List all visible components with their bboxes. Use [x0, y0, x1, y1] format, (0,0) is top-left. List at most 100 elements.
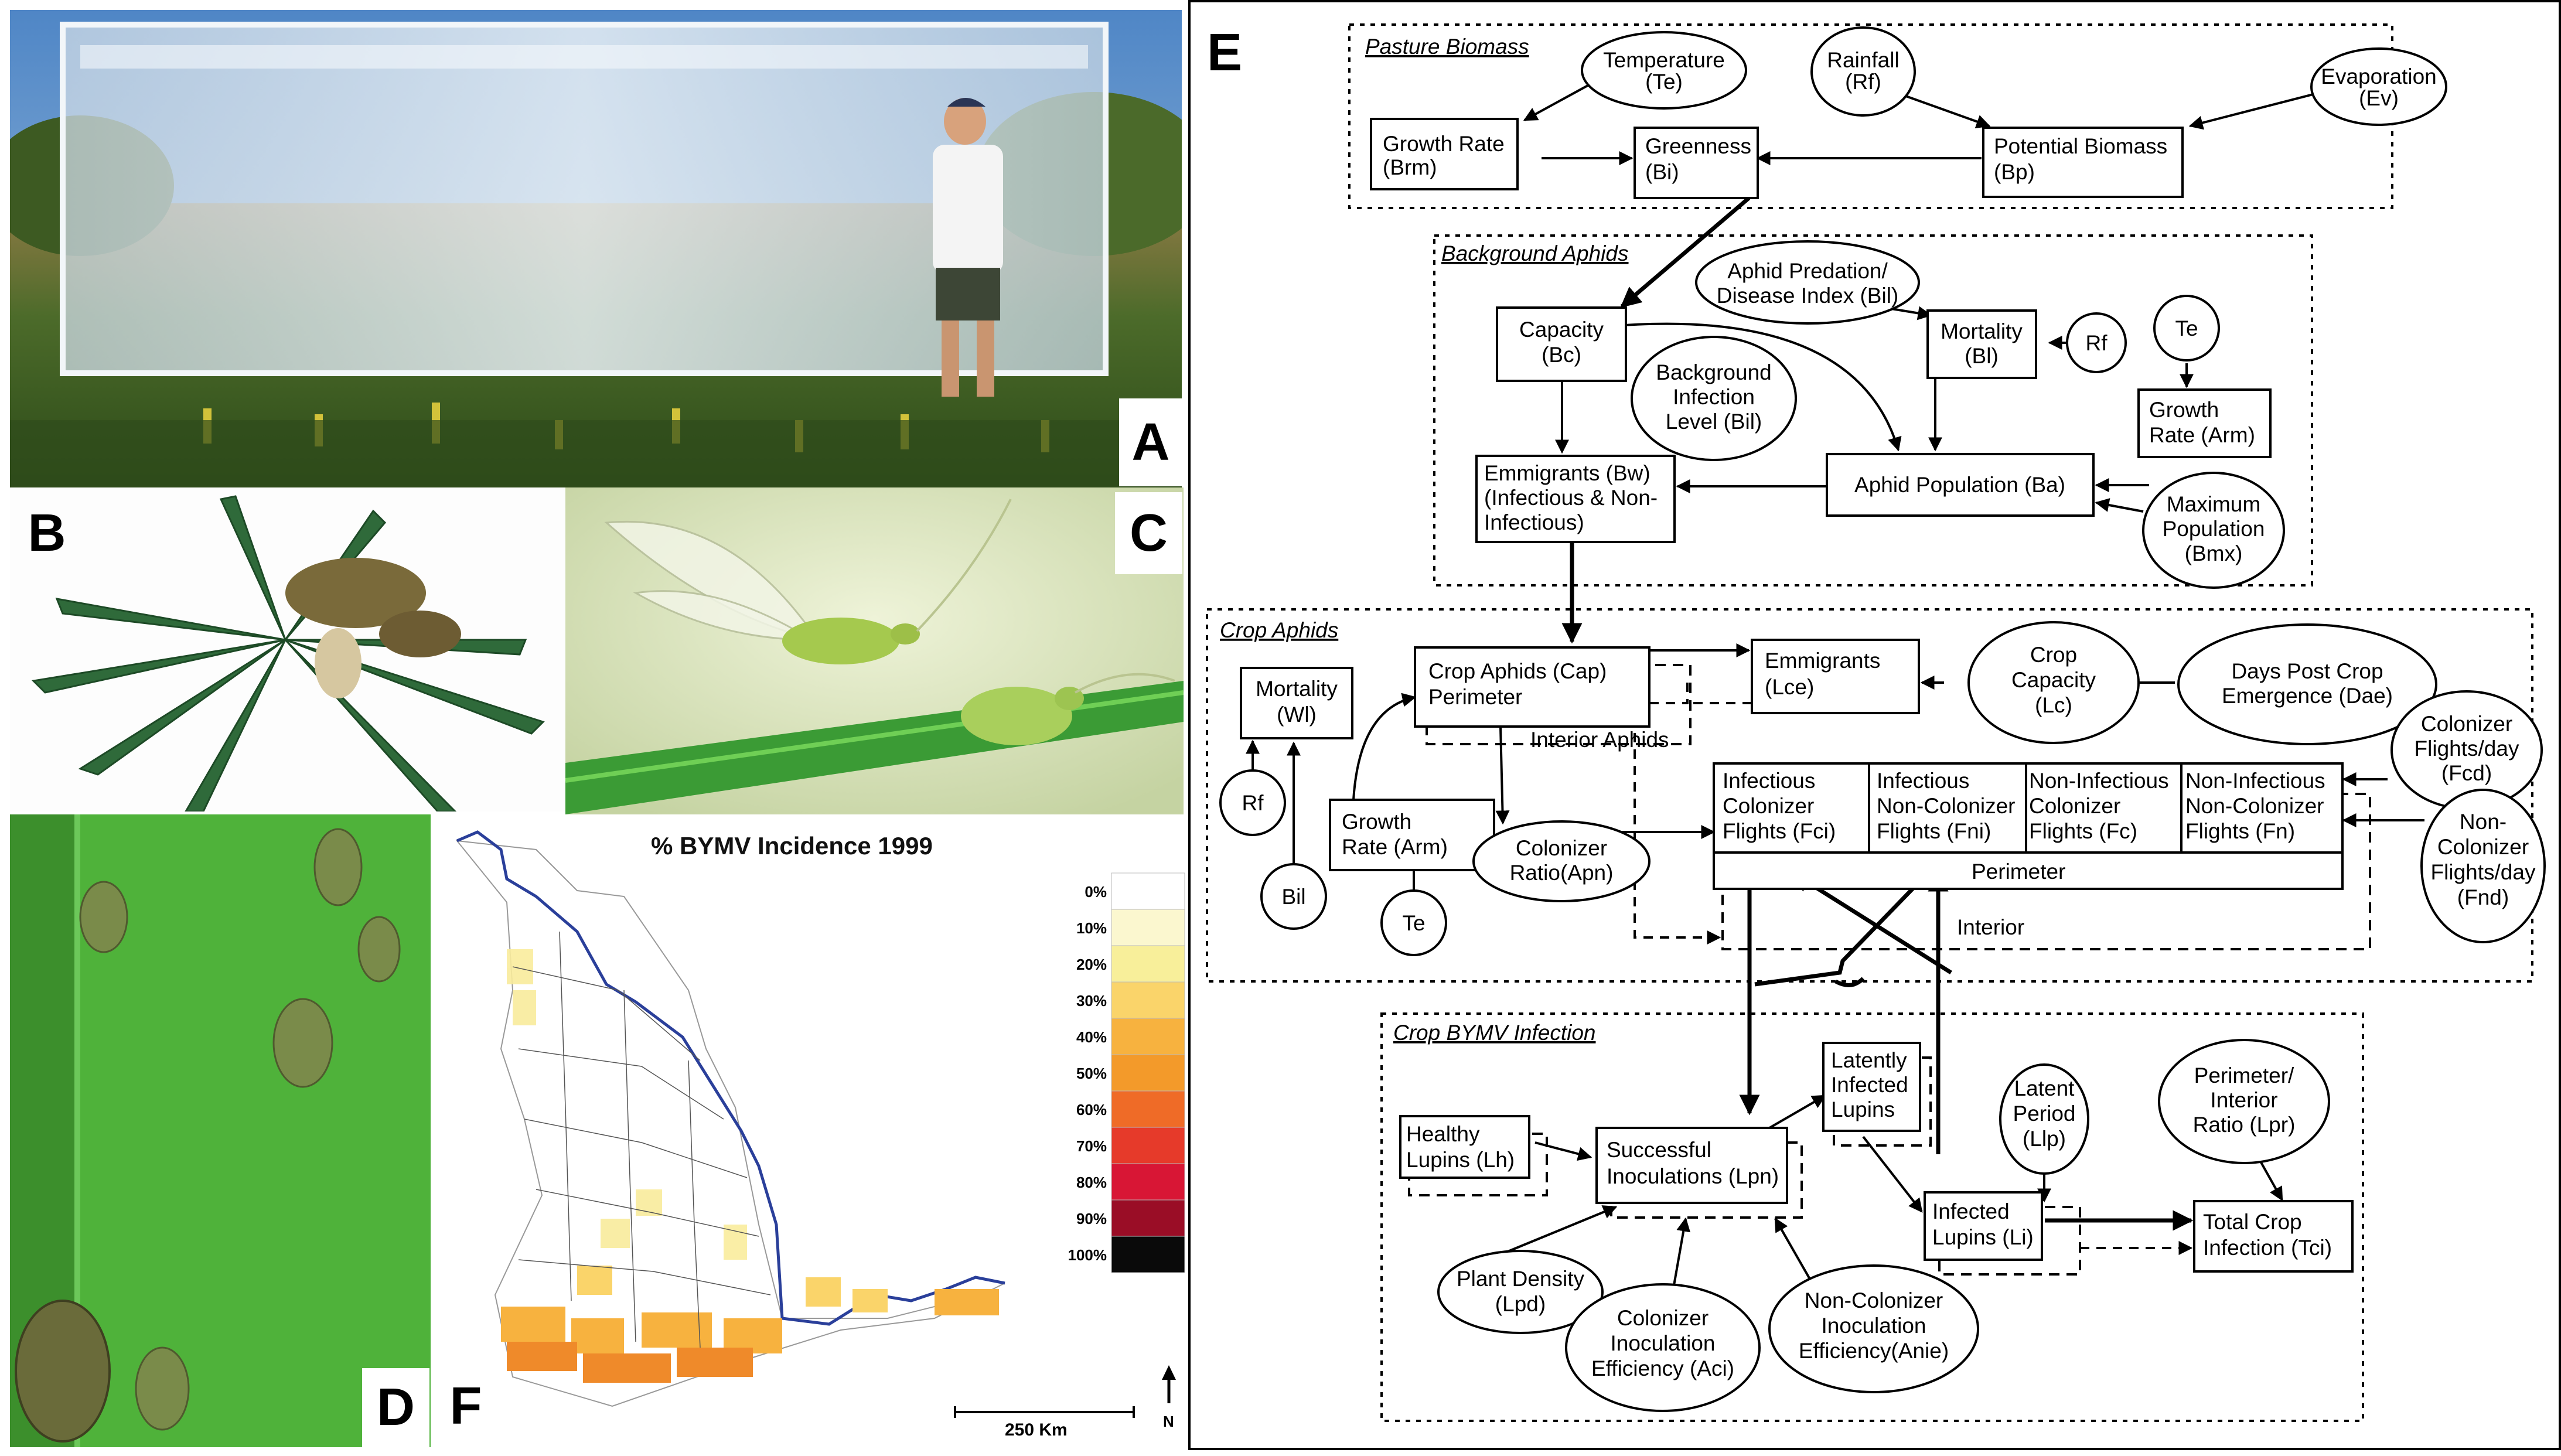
- svg-text:Population: Population: [2163, 517, 2265, 541]
- svg-text:Emergence (Dae): Emergence (Dae): [2222, 684, 2393, 708]
- panel-d-label: D: [362, 1368, 429, 1447]
- svg-text:Emmigrants: Emmigrants: [1765, 649, 1880, 673]
- panel-a-label: A: [1119, 398, 1182, 486]
- node-crop-aphids-cap: Crop Aphids (Cap) Perimeter: [1414, 646, 1692, 745]
- svg-text:Rf: Rf: [1242, 791, 1264, 815]
- svg-text:Growth Rate: Growth Rate: [1383, 132, 1505, 156]
- legend-label: 30%: [1076, 992, 1107, 1010]
- legend-swatch: [1111, 1054, 1185, 1092]
- svg-text:Non-: Non-: [2460, 810, 2507, 834]
- winged-aphid-photo: [565, 487, 1184, 814]
- svg-text:Perimeter: Perimeter: [1972, 860, 2065, 884]
- svg-text:Crop Aphids (Cap): Crop Aphids (Cap): [1428, 659, 1607, 683]
- node-flights-fci: Infectious Colonizer Flights (Fci): [1713, 762, 1870, 854]
- legend-label: 20%: [1076, 956, 1107, 973]
- node-te-crop: Te: [1380, 889, 1447, 956]
- legend-label: 90%: [1076, 1210, 1107, 1227]
- svg-text:Te: Te: [2175, 316, 2198, 340]
- node-colonizer-inoculation: Colonizer Inoculation Efficiency (Aci): [1565, 1283, 1761, 1412]
- node-capacity: Capacity (Bc): [1496, 306, 1627, 382]
- svg-text:Ratio(Apn): Ratio(Apn): [1510, 861, 1614, 885]
- bymv-incidence-map: % BYMV Incidence 1999 0%10%20%30%40%50%6…: [455, 830, 1185, 1440]
- svg-text:Background: Background: [1656, 360, 1771, 384]
- node-days-post-crop: Days Post Crop Emergence (Dae): [2177, 623, 2437, 745]
- svg-text:Growth: Growth: [2149, 398, 2219, 422]
- node-temperature: Temperature (Te): [1581, 31, 1747, 110]
- svg-text:Crop: Crop: [2030, 643, 2077, 667]
- node-infected-lupins: Infected Lupins (Li): [1924, 1191, 2081, 1276]
- leaf-aphids-photo: [10, 814, 431, 1447]
- svg-text:Latently: Latently: [1831, 1048, 1907, 1072]
- node-latently-infected: Latently Infected Lupins: [1822, 1042, 1932, 1147]
- north-arrow: N: [1162, 1365, 1176, 1430]
- panel-b-label: B: [28, 503, 66, 562]
- model-diagram: E Pasture Biomass Background Aphids Crop…: [1206, 23, 2546, 1422]
- svg-text:Lupins (Li): Lupins (Li): [1932, 1225, 2034, 1249]
- panel-c-label: C: [1115, 492, 1182, 574]
- svg-text:Maximum: Maximum: [2167, 492, 2260, 516]
- svg-text:Infected: Infected: [1831, 1073, 1908, 1097]
- svg-text:(Infectious & Non-: (Infectious & Non-: [1484, 486, 1658, 510]
- svg-text:Latent: Latent: [2014, 1076, 2075, 1100]
- legend-swatch: [1111, 1163, 1185, 1201]
- svg-text:(Brm): (Brm): [1383, 155, 1437, 179]
- svg-text:Flights (Fc): Flights (Fc): [2029, 819, 2137, 843]
- svg-text:Flights (Fn): Flights (Fn): [2185, 819, 2295, 843]
- node-colonizer-flights-day: Colonizer Flights/day (Fcd): [2391, 690, 2543, 810]
- group-pasture-biomass: [1348, 23, 2393, 209]
- legend-label: 80%: [1076, 1174, 1107, 1191]
- svg-text:Infectious: Infectious: [1877, 769, 1969, 793]
- group-crop-aphids: [1206, 608, 2533, 983]
- node-perimeter-interior-ratio: Perimeter/ Interior Ratio (Lpr): [2158, 1039, 2330, 1164]
- legend-label: 60%: [1076, 1101, 1107, 1119]
- node-colonizer-ratio: Colonizer Ratio(Apn): [1472, 820, 1651, 902]
- group-crop-bymv: [1380, 1012, 2364, 1422]
- svg-text:(Bp): (Bp): [1994, 160, 2035, 184]
- group-pasture-title: Pasture Biomass: [1365, 35, 1529, 59]
- node-growth-rate-crop: Growth Rate (Arm): [1329, 799, 1495, 871]
- svg-text:Capacity: Capacity: [1519, 318, 1604, 342]
- svg-text:Rate (Arm): Rate (Arm): [1342, 835, 1448, 859]
- legend-label: 0%: [1085, 883, 1107, 901]
- group-crop-aphids-title: Crop Aphids: [1220, 618, 1338, 642]
- svg-text:(Fnd): (Fnd): [2457, 885, 2509, 909]
- svg-text:Days Post Crop: Days Post Crop: [2231, 659, 2383, 683]
- svg-text:(Te): (Te): [1645, 70, 1683, 94]
- node-successful-inoculations: Successful Inoculations (Lpn): [1595, 1127, 1803, 1219]
- svg-text:Ratio (Lpr): Ratio (Lpr): [2193, 1113, 2296, 1137]
- node-background-infection: Background Infection Level (Bil): [1631, 336, 1797, 461]
- panel-b-photo: [10, 487, 565, 811]
- svg-text:Colonizer: Colonizer: [2029, 794, 2120, 818]
- svg-text:Flights (Fci): Flights (Fci): [1723, 819, 1836, 843]
- node-mortality-bl: Mortality (Bl): [1926, 309, 2037, 379]
- legend-label: 100%: [1068, 1246, 1107, 1264]
- svg-text:Temperature: Temperature: [1603, 48, 1725, 72]
- panel-f-map: % BYMV Incidence 1999 0%10%20%30%40%50%6…: [431, 814, 1186, 1447]
- node-rf-crop: Rf: [1219, 769, 1286, 836]
- svg-text:Lupins (Lh): Lupins (Lh): [1406, 1148, 1515, 1172]
- node-mortality-wl: Mortality (Wl): [1240, 667, 1353, 739]
- legend-label: 50%: [1076, 1065, 1107, 1082]
- svg-text:(Bc): (Bc): [1542, 343, 1581, 367]
- lupin-plant-photo: [10, 487, 565, 811]
- node-rf-background: Rf: [2066, 312, 2127, 373]
- svg-text:(Lpd): (Lpd): [1495, 1292, 1546, 1316]
- legend-swatch: [1111, 1018, 1185, 1055]
- svg-text:Infection: Infection: [1673, 385, 1755, 409]
- node-max-population: Maximum Population (Bmx): [2142, 472, 2285, 589]
- svg-text:Lupins: Lupins: [1831, 1097, 1895, 1121]
- node-non-colonizer-flights-day: Non- Colonizer Flights/day (Fnd): [2420, 789, 2546, 943]
- node-emmigrants-bw: Emmigrants (Bw) (Infectious & Non- Infec…: [1475, 455, 1676, 543]
- svg-text:Mortality: Mortality: [1256, 677, 1338, 701]
- panel-f-label: F: [449, 1376, 482, 1435]
- svg-text:(Lce): (Lce): [1765, 675, 1814, 699]
- node-flights-fc: Non-Infectious Colonizer Flights (Fc): [2025, 762, 2183, 854]
- legend-swatch: [1111, 909, 1185, 946]
- svg-text:Colonizer: Colonizer: [1516, 836, 1607, 860]
- svg-text:Healthy: Healthy: [1406, 1122, 1480, 1146]
- panel-c-photo: [565, 487, 1184, 814]
- node-total-crop-infection: Total Crop Infection (Tci): [2193, 1200, 2354, 1273]
- svg-text:Rate (Arm): Rate (Arm): [2149, 423, 2255, 447]
- node-rainfall: Rainfall (Rf): [1810, 26, 1916, 117]
- coastline-east: [782, 1276, 1005, 1326]
